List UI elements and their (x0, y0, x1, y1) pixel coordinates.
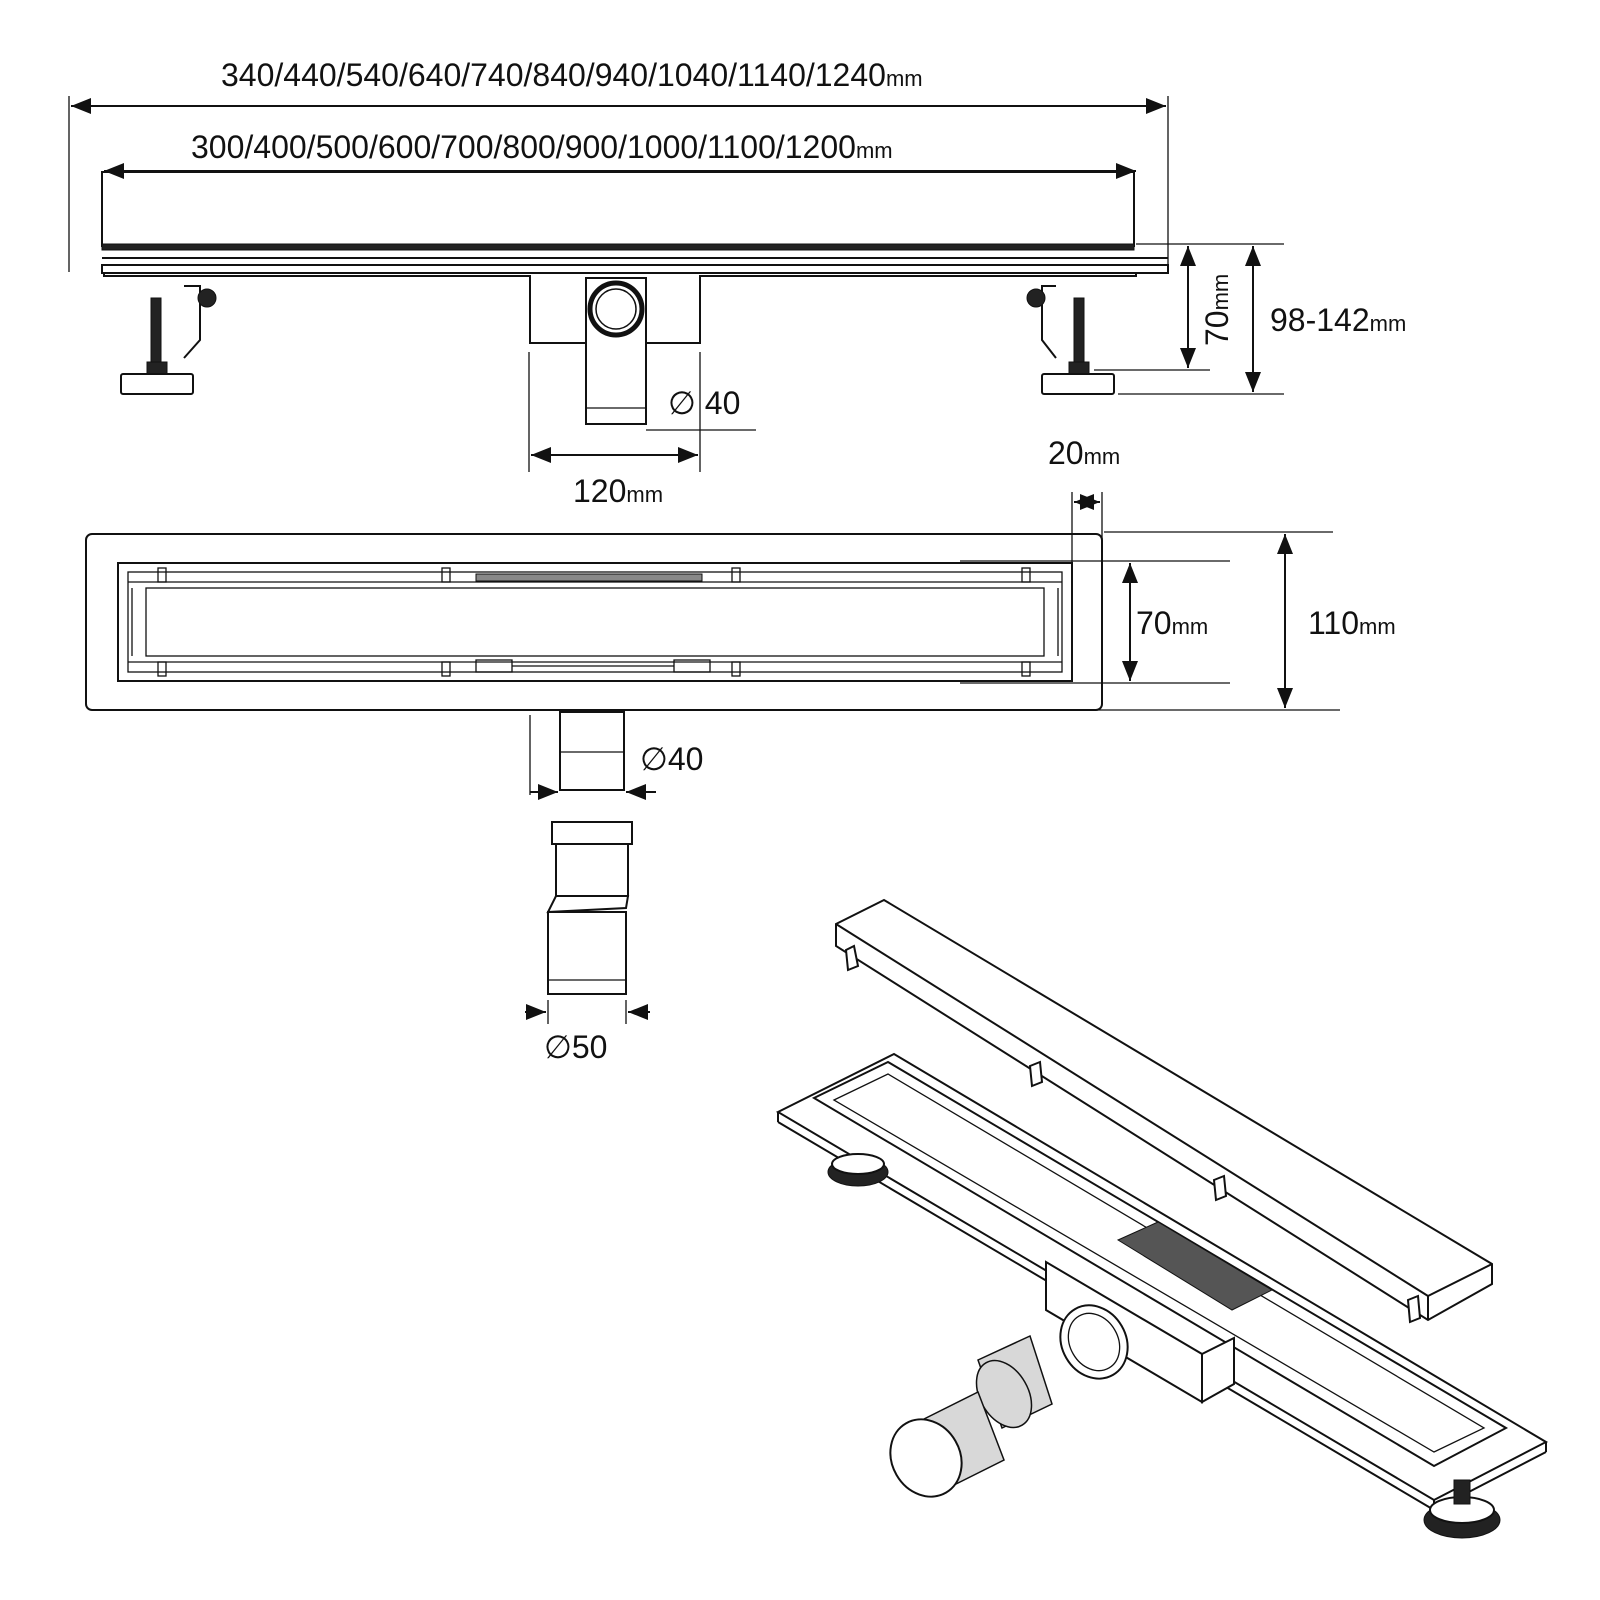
side-view: 340/440/540/640/740/840/940/1040/1140/12… (68, 57, 1406, 509)
adapter-body (547, 911, 627, 995)
total-height-label: 98-142mm (1270, 302, 1406, 338)
grate-cover-side (101, 171, 1135, 247)
left-leveling-screw (150, 297, 162, 364)
left-bracket (183, 285, 201, 359)
outlet-side-diameter-label: ∅ 40 (668, 385, 740, 421)
flange-label: 20mm (1048, 435, 1120, 471)
flange-side (101, 264, 1169, 274)
flange-top (85, 533, 1103, 711)
channel-outline (117, 562, 1073, 682)
right-bracket (1041, 285, 1057, 359)
strainer-iso (1116, 1221, 1274, 1311)
adapter-collar (551, 821, 633, 845)
pipe-diameter-label: ∅40 (640, 741, 703, 777)
cover-edge (101, 243, 1135, 251)
right-foot (1041, 373, 1115, 395)
strainer-slot (475, 573, 703, 582)
adapter-diameter-label: ∅50 (544, 1029, 607, 1065)
isometric-view (775, 898, 1549, 1539)
channel-width-label: 70mm (1136, 605, 1208, 641)
inner-length-label: 300/400/500/600/700/800/900/1000/1100/12… (191, 129, 893, 165)
outlet-pipe-top (559, 711, 625, 791)
grate-cover-top (145, 587, 1045, 657)
top-view: 20mm 70mm 110mm ∅40 ∅50 (85, 435, 1396, 1065)
left-foot (120, 373, 194, 395)
outlet-spacing-label: 120mm (573, 473, 663, 509)
grate-cover-iso (835, 898, 1493, 1322)
right-leveling-screw (1073, 297, 1085, 364)
body-height-label: 70mm (1199, 274, 1235, 346)
overall-width-label: 110mm (1308, 605, 1396, 641)
outer-length-label: 340/440/540/640/740/840/940/1040/1140/12… (221, 57, 923, 93)
